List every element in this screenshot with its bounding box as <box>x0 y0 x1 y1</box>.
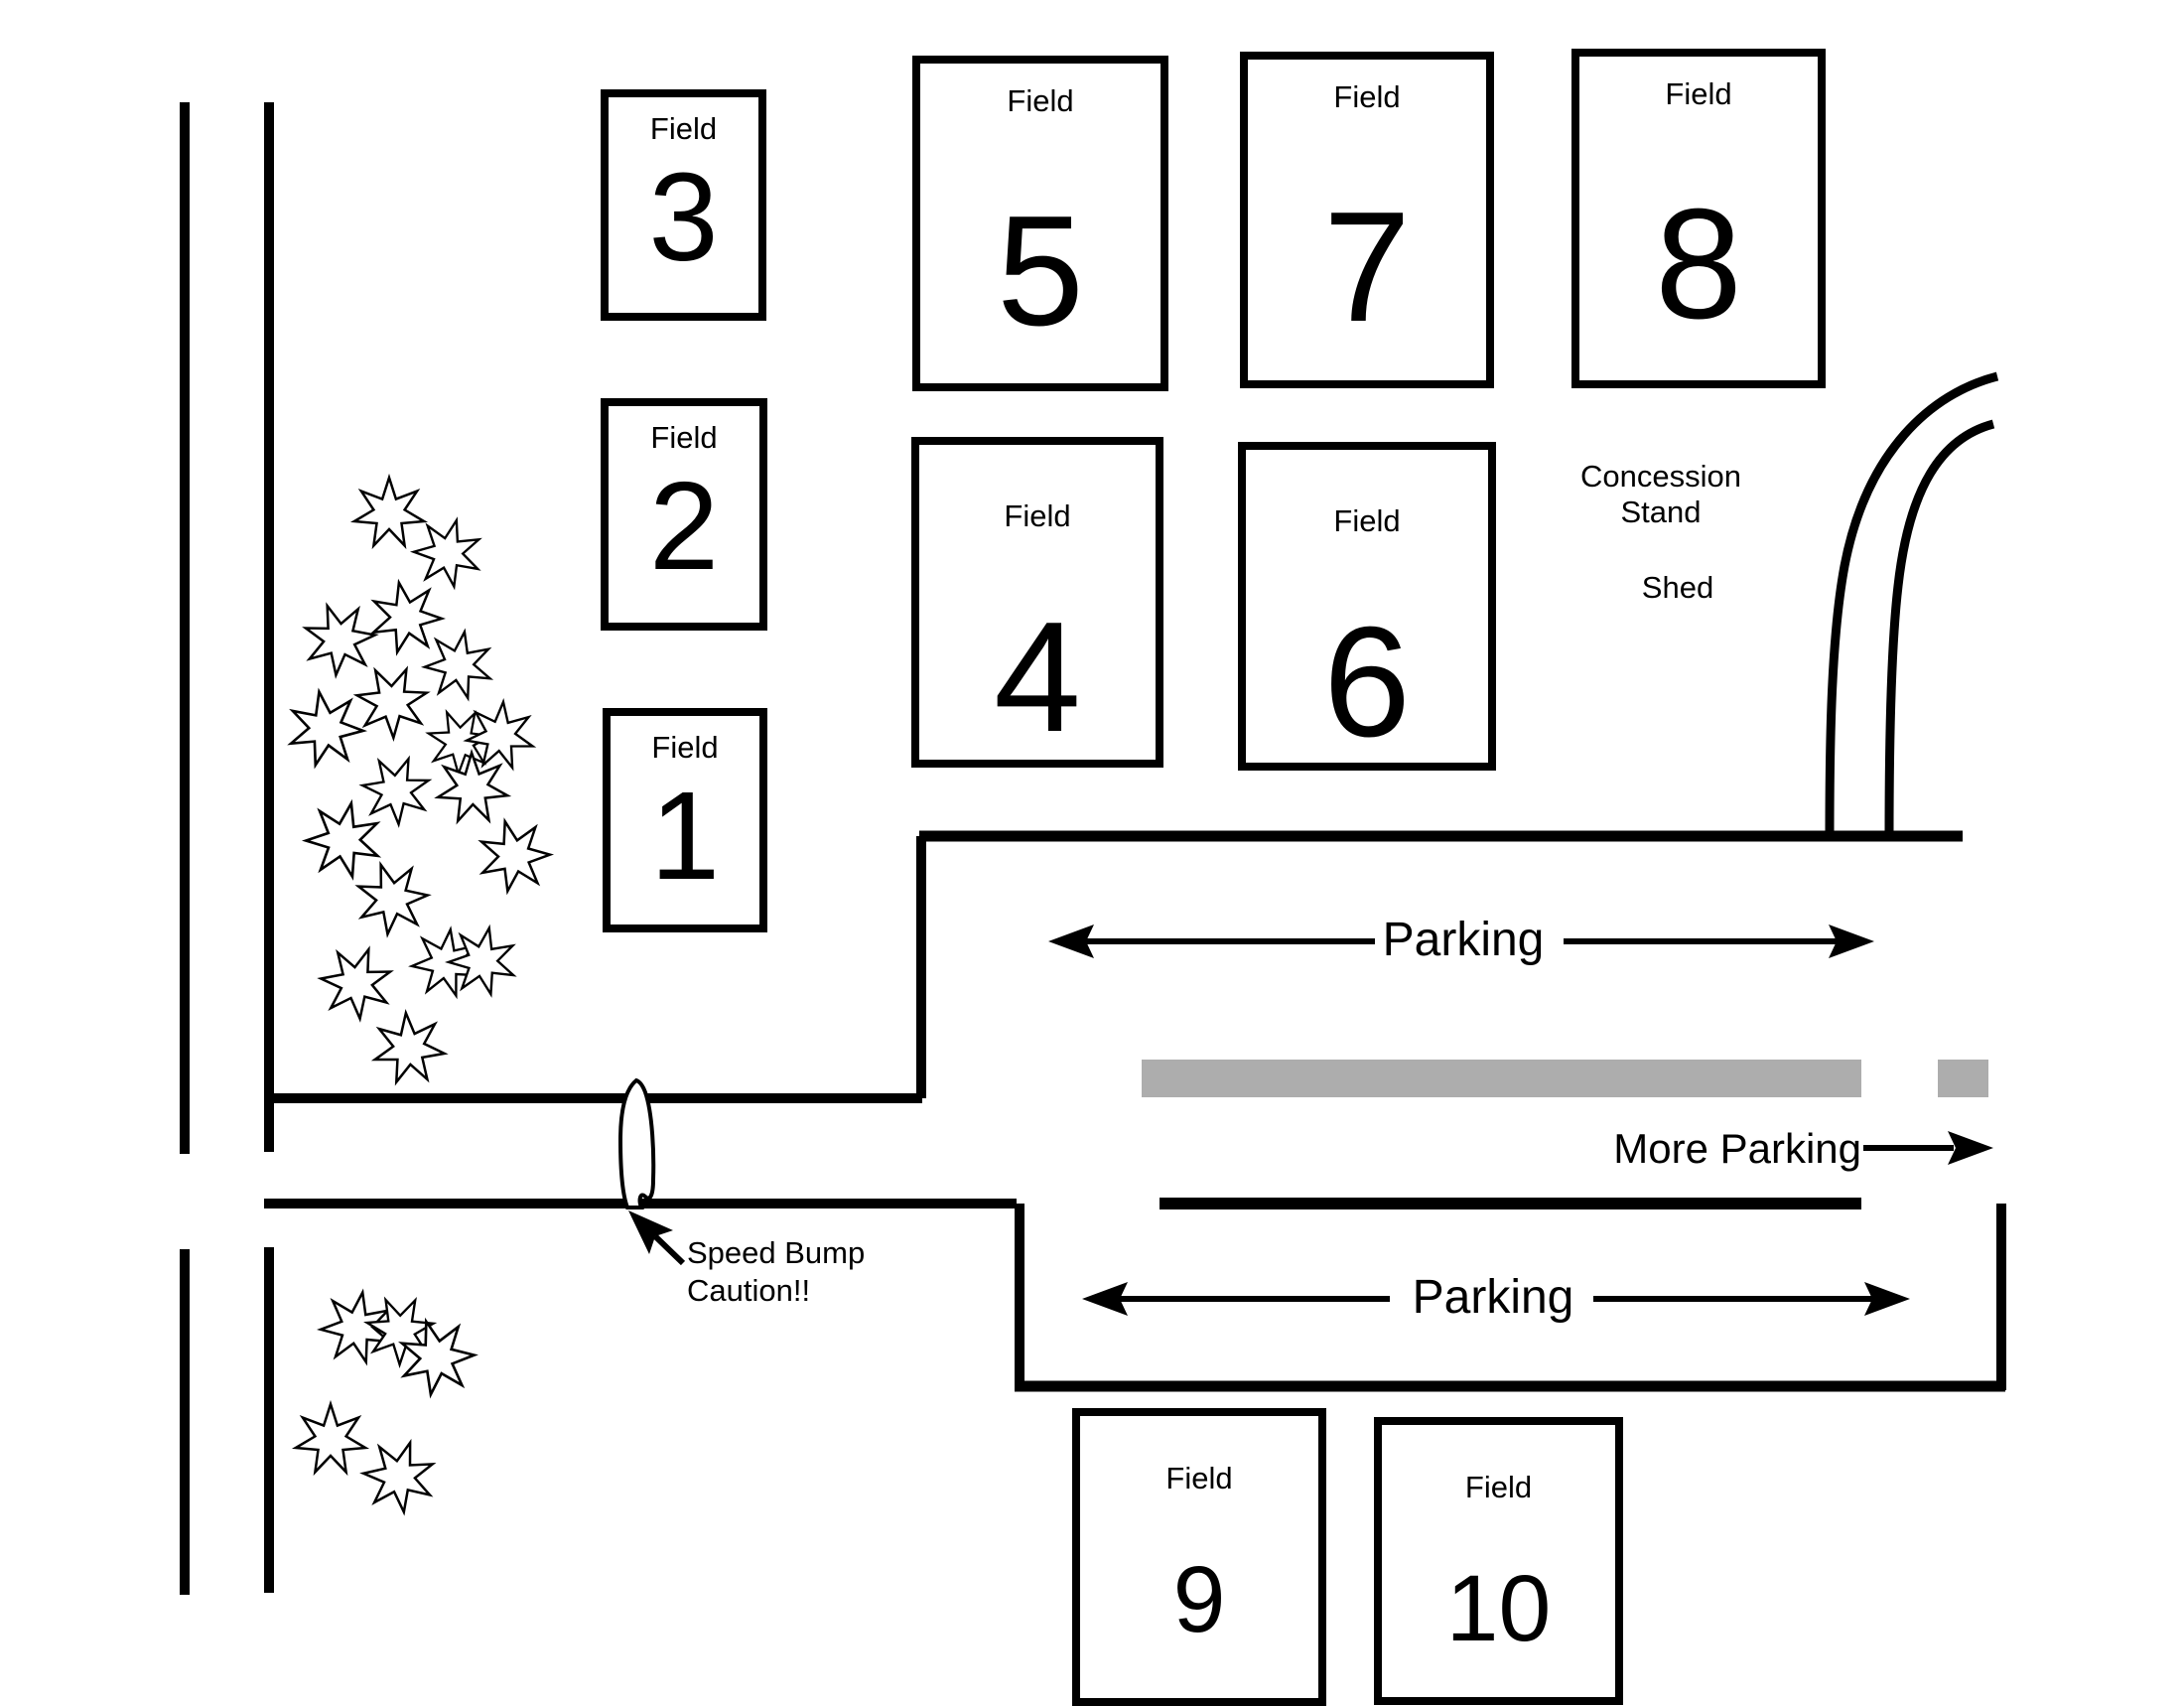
field-9-number: 9 <box>1172 1547 1226 1652</box>
more-parking-label: More Parking <box>1613 1125 1861 1172</box>
field-3-label: Field <box>649 111 718 146</box>
field-1-box: Field 1 <box>603 708 767 932</box>
concession-stand-line1: Concession <box>1580 459 1741 494</box>
field-5-label: Field <box>1007 83 1074 118</box>
road-left-lower <box>180 1247 274 1595</box>
shed-label: Shed <box>1641 570 1714 605</box>
field-8-number: 8 <box>1655 177 1742 352</box>
field-8-box: Field 8 <box>1571 49 1826 388</box>
field-7-number: 7 <box>1323 180 1411 355</box>
trees-upper <box>281 476 558 1085</box>
speed-bump-caution-line2: Caution!! <box>687 1273 811 1308</box>
field-1-label: Field <box>651 730 719 765</box>
field-9-box: Field 9 <box>1072 1408 1326 1706</box>
field-6-number: 6 <box>1323 595 1411 770</box>
field-1-number: 1 <box>649 766 721 906</box>
field-4-number: 4 <box>994 590 1081 765</box>
parking-lower-label: Parking <box>1412 1271 1574 1324</box>
speed-bump-pointer-icon <box>628 1210 686 1266</box>
field-9-label: Field <box>1165 1461 1233 1495</box>
field-2-box: Field 2 <box>601 398 767 631</box>
speed-bump-caution-label: Speed Bump Caution!! <box>687 1234 865 1310</box>
field-10-label: Field <box>1464 1470 1533 1504</box>
field-3-box: Field 3 <box>601 89 766 321</box>
field-6-label: Field <box>1333 503 1401 538</box>
field-5-number: 5 <box>997 184 1084 358</box>
parking-surface-bars <box>1142 1060 1988 1097</box>
parking-lower-arrow-icon <box>1082 1282 1910 1316</box>
concession-stand-label: Concession Stand <box>1552 459 1770 530</box>
speed-bump-caution-line1: Speed Bump <box>687 1235 866 1270</box>
field-4-box: Field 4 <box>911 437 1163 768</box>
field-10-number: 10 <box>1445 1556 1552 1661</box>
field-4-label: Field <box>1004 498 1071 533</box>
concession-stand-line2: Stand <box>1620 495 1702 529</box>
field-7-label: Field <box>1333 79 1401 114</box>
field-5-box: Field 5 <box>912 56 1168 391</box>
field-2-number: 2 <box>648 456 720 596</box>
road-left-upper <box>180 102 274 1154</box>
field-6-box: Field 6 <box>1238 442 1496 771</box>
field-7-box: Field 7 <box>1240 52 1494 388</box>
field-3-number: 3 <box>648 147 719 287</box>
road-curve <box>1825 371 1999 837</box>
field-8-label: Field <box>1665 76 1732 111</box>
parking-upper-label: Parking <box>1382 914 1545 966</box>
speed-bump-icon <box>617 1077 656 1209</box>
parking-upper-arrow-icon <box>1048 924 1874 958</box>
field-2-label: Field <box>650 420 718 455</box>
more-parking-arrow-icon <box>1863 1131 1993 1165</box>
field-10-box: Field 10 <box>1374 1417 1623 1705</box>
trees-lower <box>294 1284 490 1519</box>
road-access-lines <box>264 830 2006 1392</box>
